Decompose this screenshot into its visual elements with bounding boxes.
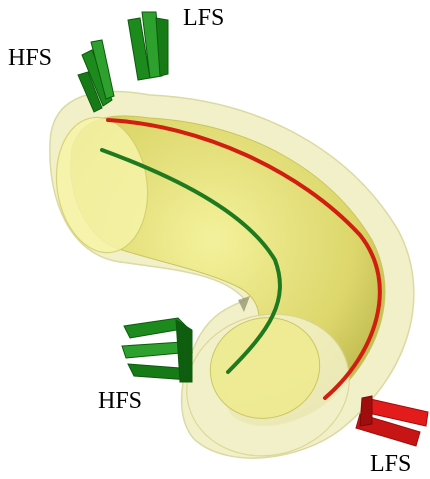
lfs-antenna-top (128, 12, 168, 80)
label-hfs-top: HFS (8, 46, 52, 70)
label-lfs-top: LFS (183, 6, 224, 30)
label-hfs-bottom: HFS (98, 389, 142, 413)
label-lfs-bottom: LFS (370, 452, 411, 476)
hfs-antenna-bottom (122, 318, 192, 382)
lfs-antenna-bottom (356, 396, 428, 446)
